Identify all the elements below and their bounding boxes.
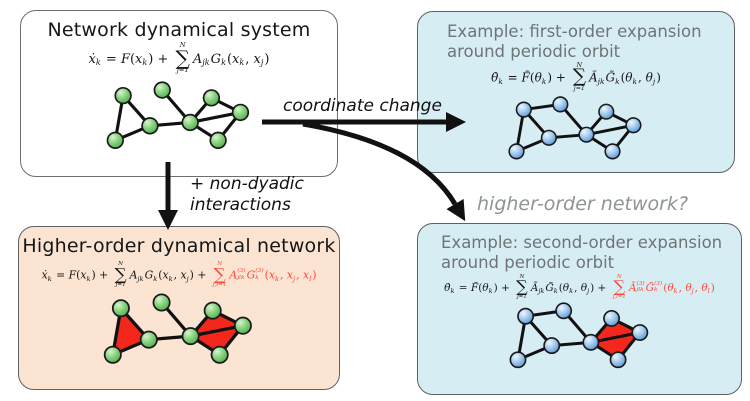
network-node bbox=[509, 351, 526, 369]
network-node bbox=[141, 116, 159, 135]
phase-network-graph-blue bbox=[508, 96, 642, 160]
higher-order-network-graph-green bbox=[103, 293, 252, 364]
network-node bbox=[630, 324, 648, 342]
network-node bbox=[106, 131, 124, 149]
higher-order-triangle bbox=[190, 325, 243, 355]
higher-order-triangle bbox=[590, 332, 640, 361]
network-node bbox=[203, 301, 222, 320]
higher-order-triangle bbox=[190, 310, 243, 337]
box4-title: Example: second-order expansion around p… bbox=[441, 233, 741, 273]
network-node bbox=[139, 330, 158, 349]
network-node bbox=[515, 101, 532, 118]
higher-order-network-graph-blue bbox=[509, 302, 648, 369]
box1-title: Network dynamical system bbox=[47, 19, 311, 41]
network-node bbox=[181, 327, 200, 346]
network-node bbox=[209, 131, 227, 149]
network-node bbox=[516, 308, 534, 326]
box-second-order-expansion: Example: second-order expansion around p… bbox=[417, 223, 742, 395]
network-node bbox=[111, 299, 130, 318]
label-non-dyadic-line2: interactions bbox=[190, 195, 291, 215]
box4-title-line1: Example: second-order expansion bbox=[441, 233, 723, 252]
network-node bbox=[202, 88, 221, 107]
box4-title-line2: around periodic orbit bbox=[441, 253, 615, 272]
pairwise-network-graph-green bbox=[106, 81, 250, 149]
network-node bbox=[540, 129, 557, 146]
network-node bbox=[233, 316, 252, 335]
box2-title-line2: around periodic orbit bbox=[447, 42, 621, 61]
network-node bbox=[152, 293, 171, 312]
box-network-dynamical-system: Network dynamical system ẋk = F(xk) + N∑… bbox=[20, 10, 338, 177]
network-node bbox=[598, 103, 615, 120]
network-node bbox=[114, 86, 132, 104]
network-node bbox=[542, 337, 560, 355]
box2-title: Example: first-order expansion around pe… bbox=[447, 22, 734, 62]
network-node bbox=[604, 143, 621, 160]
network-node bbox=[625, 117, 642, 134]
box3-title: Higher-order dynamical network bbox=[22, 235, 336, 257]
network-node bbox=[103, 345, 122, 364]
network-node bbox=[153, 81, 171, 99]
network-node bbox=[609, 351, 627, 369]
network-node bbox=[508, 143, 525, 160]
box2-title-line1: Example: first-order expansion bbox=[447, 22, 702, 41]
network-node bbox=[181, 113, 199, 131]
higher-order-triangle bbox=[590, 318, 640, 343]
box-first-order-expansion: Example: first-order expansion around pe… bbox=[417, 11, 735, 173]
label-non-dyadic-line1: + non-dyadic bbox=[190, 174, 304, 194]
network-node bbox=[581, 334, 599, 352]
label-coordinate-change: coordinate change bbox=[283, 96, 442, 116]
network-node bbox=[554, 302, 572, 320]
network-node bbox=[210, 345, 229, 364]
label-higher-order-network-question: higher-order network? bbox=[477, 193, 689, 215]
network-node bbox=[231, 103, 250, 121]
network-node bbox=[578, 126, 595, 143]
label-non-dyadic-interactions: + non-dyadic interactions bbox=[190, 174, 304, 216]
network-node bbox=[552, 96, 569, 113]
box-higher-order-dynamical-network: Higher-order dynamical network ẋk = F(xk… bbox=[18, 226, 340, 390]
network-node bbox=[602, 310, 620, 328]
